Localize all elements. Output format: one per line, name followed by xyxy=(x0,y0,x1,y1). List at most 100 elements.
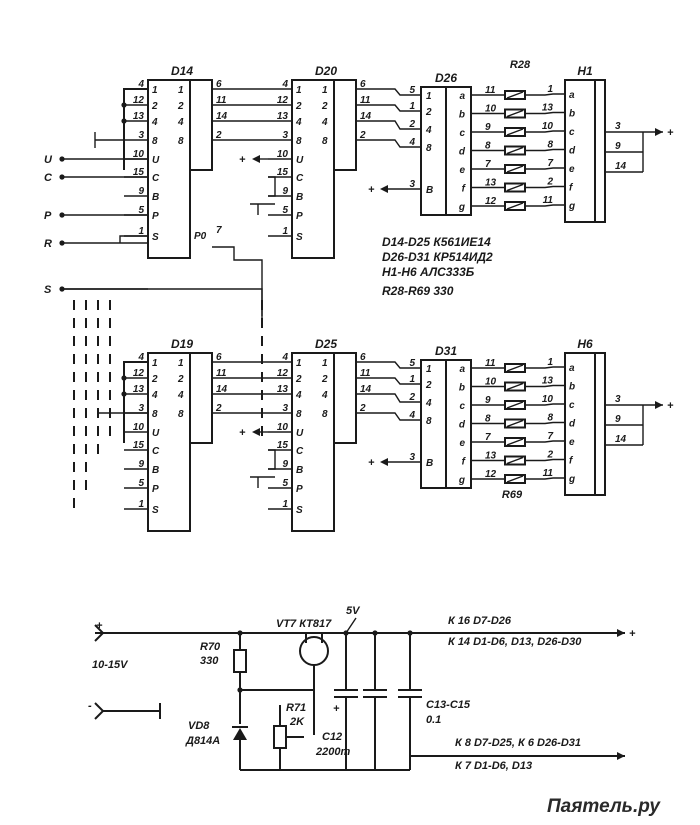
decoder-link-wire xyxy=(356,393,421,403)
plus-sign: + xyxy=(667,400,674,412)
counter-d20-pin-label: 4 xyxy=(295,117,302,128)
rail-label-1: К 16 D7-D26 xyxy=(448,615,512,627)
display-h6-body xyxy=(564,352,596,496)
resistor-hatch xyxy=(506,382,524,391)
input-label-p: P xyxy=(44,210,52,222)
decoder-d26-out-number: 12 xyxy=(485,196,497,207)
counter-d14-pin-label: C xyxy=(152,173,160,184)
decoder-link-wire xyxy=(356,412,421,421)
display-h1-seg-label: c xyxy=(569,127,575,138)
counter-d19-pin-label: 1 xyxy=(152,358,158,369)
counter-d14-label: D14 xyxy=(171,64,193,78)
decoder-d31-in-number: 2 xyxy=(408,392,415,403)
resistor-hatch xyxy=(506,146,524,155)
segment-wire xyxy=(525,93,565,96)
counter-d14-pin-number: 12 xyxy=(133,95,145,106)
counter-d14-out-label: 8 xyxy=(178,136,184,147)
vd8-type: Д814А xyxy=(185,735,220,747)
counter-d25-pin-label: C xyxy=(296,446,304,457)
c13-value: 0.1 xyxy=(426,714,441,726)
segment-wire xyxy=(525,403,565,406)
resistor xyxy=(504,127,526,137)
decoder-d26-seg-label: g xyxy=(458,202,465,213)
junction-dot xyxy=(59,156,65,162)
decoder-d26-in-label: 8 xyxy=(426,143,432,154)
display-h6-seg-label: d xyxy=(569,419,576,430)
decoder-d31-out-number: 11 xyxy=(485,358,496,369)
segment-wire xyxy=(525,111,565,115)
display-h6-common-number: 9 xyxy=(615,414,621,425)
terminal-out-icon xyxy=(94,702,105,720)
display-h6-in-number: 10 xyxy=(542,394,554,405)
r71-body xyxy=(273,725,287,749)
counter-d14-pin-number: 1 xyxy=(138,226,144,237)
counter-d25-out-label: 1 xyxy=(322,358,328,369)
junction-dot xyxy=(237,630,243,636)
resistor xyxy=(504,437,526,447)
display-h1-seg-label: e xyxy=(569,164,575,175)
counter-d25-label: D25 xyxy=(315,337,337,351)
counter-d20-out-number: 14 xyxy=(360,111,372,122)
resistor-hatch xyxy=(506,364,524,372)
resistor xyxy=(504,201,526,211)
resistor xyxy=(504,363,526,373)
zener-icon xyxy=(233,728,247,740)
c13-label: C13-C15 xyxy=(426,699,471,711)
c12-label: C12 xyxy=(322,731,342,743)
decoder-d26-seg-label: c xyxy=(459,128,465,139)
counter-d14-pin-label: P xyxy=(152,211,159,222)
counter-d19-pin-number: 13 xyxy=(133,384,145,395)
part-note: D14-D25 К561ИЕ14 xyxy=(382,235,491,249)
display-h1-in-number: 1 xyxy=(547,84,553,95)
counter-d19-pin-number: 10 xyxy=(133,422,145,433)
counter-d19-pin-label: U xyxy=(152,428,160,439)
display-h1-in-number: 8 xyxy=(547,140,553,151)
arrowhead-icon xyxy=(617,752,625,760)
counter-d25-pin-label: 8 xyxy=(296,409,302,420)
decoder-d26-out-number: 13 xyxy=(485,178,497,189)
carry-wire xyxy=(212,246,263,316)
counter-d19-out-col xyxy=(189,352,213,444)
counter-d19-pin-label: P xyxy=(152,484,159,495)
arrowhead-icon xyxy=(252,155,260,163)
counter-d14-out-label: 4 xyxy=(177,117,184,128)
resistor-label-r28: R28 xyxy=(510,59,531,71)
display-h6-common-number: 3 xyxy=(615,394,621,405)
resistor xyxy=(504,381,526,392)
display-h6-seg-label: g xyxy=(568,474,575,485)
counter-d19-pin-number: 5 xyxy=(138,478,144,489)
plus-sign: + xyxy=(96,620,103,632)
decoder-d31-seg-label: g xyxy=(458,475,465,486)
display-h1-common-number: 9 xyxy=(615,141,621,152)
part-note: H1-H6 АЛС333Б xyxy=(382,265,475,279)
counter-d14-pin-label: B xyxy=(152,192,159,203)
counter-d14-out-number: 6 xyxy=(216,79,222,90)
display-h6-in-number: 2 xyxy=(546,450,553,461)
junction-dot xyxy=(59,212,65,218)
counter-d19-body xyxy=(147,352,191,532)
decoder-d26-in-number: 4 xyxy=(408,137,415,148)
counter-d25-pin-label: U xyxy=(296,428,304,439)
s-bus-wire xyxy=(62,288,263,324)
counter-d20-out-number: 6 xyxy=(360,79,366,90)
display-h1-body xyxy=(564,79,596,223)
r71-value: 2K xyxy=(289,716,305,728)
segment-wire xyxy=(525,148,565,152)
c12-plus: + xyxy=(333,703,340,715)
counter-d20-pin-label: B xyxy=(296,192,303,203)
decoder-d31-in-number: 3 xyxy=(409,452,415,463)
decoder-d26-seg-label: a xyxy=(459,91,465,102)
ground-label-1: К 8 D7-D25, К 6 D26-D31 xyxy=(455,737,581,749)
counter-d14-pin-label: 1 xyxy=(152,85,158,96)
counter-d25-pin-label: 1 xyxy=(296,358,302,369)
segment-wire xyxy=(525,130,565,133)
display-h6-in-number: 1 xyxy=(547,357,553,368)
display-h6-side xyxy=(594,352,606,496)
resistor xyxy=(504,108,526,119)
decoder-d31-out-number: 8 xyxy=(485,414,491,425)
tie-bus-wire xyxy=(123,361,148,443)
